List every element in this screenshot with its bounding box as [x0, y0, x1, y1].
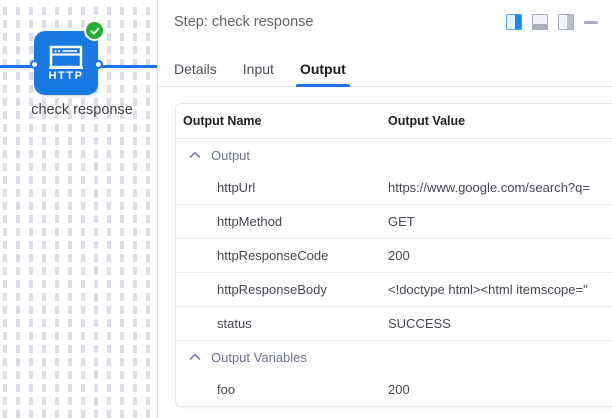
- row-value: https://www.google.com/search?q=: [388, 180, 590, 195]
- tab-details[interactable]: Details: [174, 61, 217, 77]
- panel-header: Step: check response: [158, 0, 612, 44]
- panel-header-actions: [506, 14, 598, 30]
- output-group: Output httpUrl https://www.google.com/se…: [176, 139, 612, 340]
- table-row[interactable]: httpResponseCode 200: [176, 238, 612, 272]
- http-node-icon: [49, 45, 83, 69]
- column-header-output-name: Output Name: [183, 114, 262, 128]
- minimize-icon[interactable]: [584, 20, 598, 24]
- row-value: 200: [388, 248, 410, 263]
- chevron-up-icon: [188, 350, 202, 364]
- group-label: Output: [211, 147, 251, 163]
- table-row[interactable]: httpResponseBody <!doctype html><html it…: [176, 272, 612, 306]
- row-name: httpUrl: [217, 180, 256, 195]
- row-name: foo: [217, 382, 236, 397]
- layout-right-panel-icon[interactable]: [506, 14, 522, 30]
- row-name: httpResponseCode: [217, 248, 329, 263]
- table-row[interactable]: foo 200: [176, 373, 612, 406]
- row-value: SUCCESS: [388, 316, 451, 331]
- row-name: httpResponseBody: [217, 282, 327, 297]
- layout-bottom-panel-icon[interactable]: [532, 14, 548, 30]
- node-label: check response: [31, 102, 133, 118]
- row-value: GET: [388, 214, 415, 229]
- success-check-icon: [84, 20, 105, 41]
- row-name: httpMethod: [217, 214, 283, 229]
- table-row[interactable]: httpUrl https://www.google.com/search?q=: [176, 171, 612, 204]
- panel-title: Step: check response: [174, 14, 314, 30]
- group-header-output[interactable]: Output: [176, 139, 612, 171]
- output-variables-group: Output Variables foo 200: [176, 340, 612, 406]
- row-name: status: [217, 316, 252, 331]
- table-row[interactable]: status SUCCESS: [176, 306, 612, 340]
- output-tab-panel: Output Name Output Value Output: [158, 87, 612, 418]
- row-value: 200: [388, 382, 410, 397]
- row-value: <!doctype html><html itemscope=": [388, 282, 588, 297]
- tab-output[interactable]: Output: [295, 61, 350, 87]
- workflow-canvas[interactable]: HTTP check response: [0, 0, 157, 418]
- layout-left-panel-icon[interactable]: [558, 14, 574, 30]
- group-header-output-variables[interactable]: Output Variables: [176, 340, 612, 373]
- column-header-output-value: Output Value: [388, 114, 466, 128]
- group-label: Output Variables: [211, 349, 307, 365]
- http-node-icon-label: HTTP: [48, 69, 84, 82]
- tab-input[interactable]: Input: [242, 61, 274, 77]
- node-input-port[interactable]: [30, 60, 39, 69]
- panel-tabs: Details Input Output: [158, 44, 612, 87]
- table-row[interactable]: httpMethod GET: [176, 204, 612, 238]
- http-node[interactable]: HTTP: [34, 31, 98, 95]
- table-header-row: Output Name Output Value: [176, 104, 612, 139]
- chevron-up-icon: [188, 148, 202, 162]
- step-details-panel: Step: check response Details Input Outpu…: [157, 0, 612, 418]
- node-output-port[interactable]: [94, 60, 103, 69]
- output-table-card: Output Name Output Value Output: [175, 103, 612, 407]
